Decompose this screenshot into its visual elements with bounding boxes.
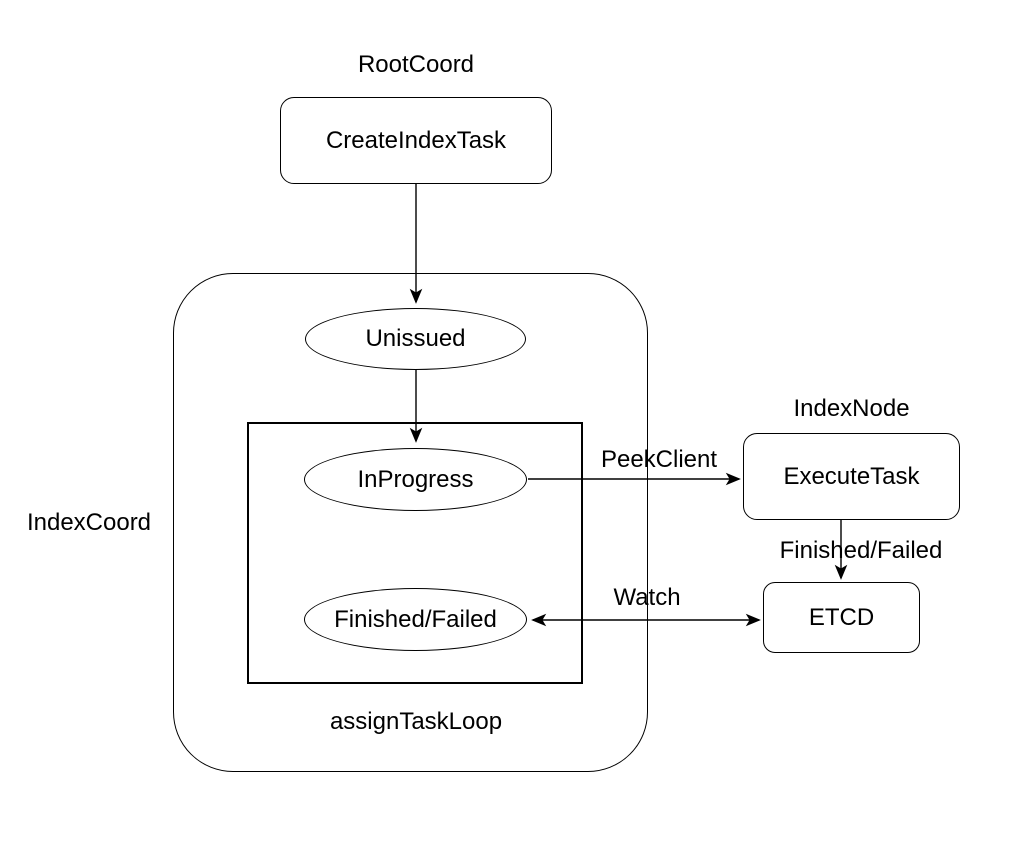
container-assign-task-loop — [247, 422, 583, 684]
label-peek-client: PeekClient — [600, 446, 718, 473]
label-assign-task-loop: assignTaskLoop — [329, 708, 503, 735]
label-index-node: IndexNode — [793, 395, 910, 422]
node-unissued: Unissued — [305, 308, 526, 370]
node-execute-task: ExecuteTask — [743, 433, 960, 520]
label-finished-failed-edge: Finished/Failed — [779, 537, 943, 564]
label-watch: Watch — [613, 584, 681, 611]
node-etcd: ETCD — [763, 582, 920, 653]
container-index-coord — [173, 273, 648, 772]
node-in-progress: InProgress — [304, 448, 527, 511]
label-root-coord: RootCoord — [357, 51, 475, 78]
node-finished-failed: Finished/Failed — [304, 588, 527, 651]
label-index-coord: IndexCoord — [26, 509, 152, 536]
node-create-index-task: CreateIndexTask — [280, 97, 552, 184]
